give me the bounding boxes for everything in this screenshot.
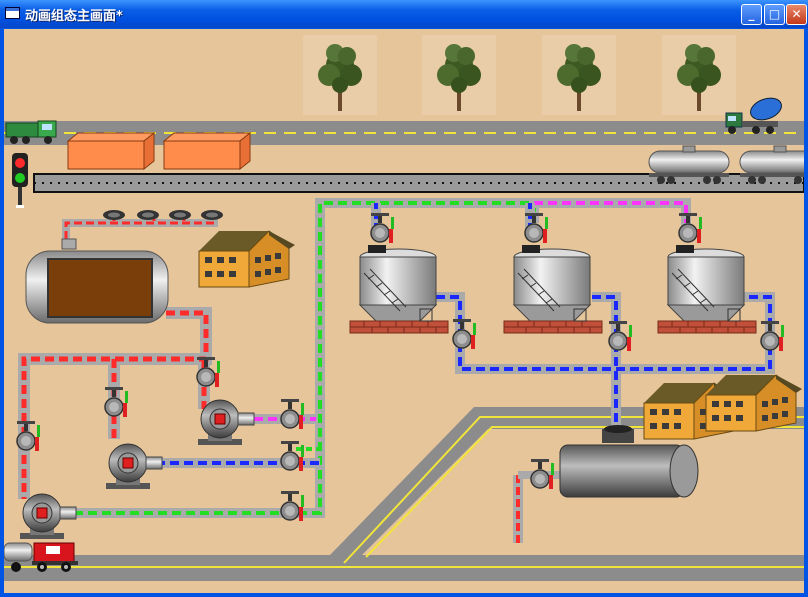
maximize-button[interactable]: □ [764, 4, 785, 25]
scada-canvas [4, 29, 804, 593]
dump-truck-icon[interactable] [5, 120, 57, 144]
tanker-tank-icon[interactable] [559, 425, 699, 498]
house-icon [198, 230, 296, 288]
vent-caps [103, 210, 223, 220]
warehouse-1 [66, 131, 156, 171]
warehouse-2 [162, 131, 252, 171]
window-title: 动画组态主画面* [25, 9, 123, 24]
minimize-button[interactable]: _ [741, 4, 762, 25]
traffic-light-icon[interactable] [12, 153, 28, 208]
mixer-truck-icon[interactable] [725, 94, 784, 134]
close-button[interactable]: ✕ [786, 4, 807, 25]
tree-row [303, 35, 736, 115]
tanker-truck-icon[interactable] [4, 542, 78, 572]
title-bar[interactable]: 动画组态主画面* _ □ ✕ [0, 0, 808, 28]
window-app-icon[interactable] [5, 7, 20, 19]
railway-track [33, 173, 804, 193]
storage-tank-icon[interactable] [25, 238, 169, 324]
silo-hoppers [368, 245, 694, 253]
plant-road [4, 407, 804, 581]
